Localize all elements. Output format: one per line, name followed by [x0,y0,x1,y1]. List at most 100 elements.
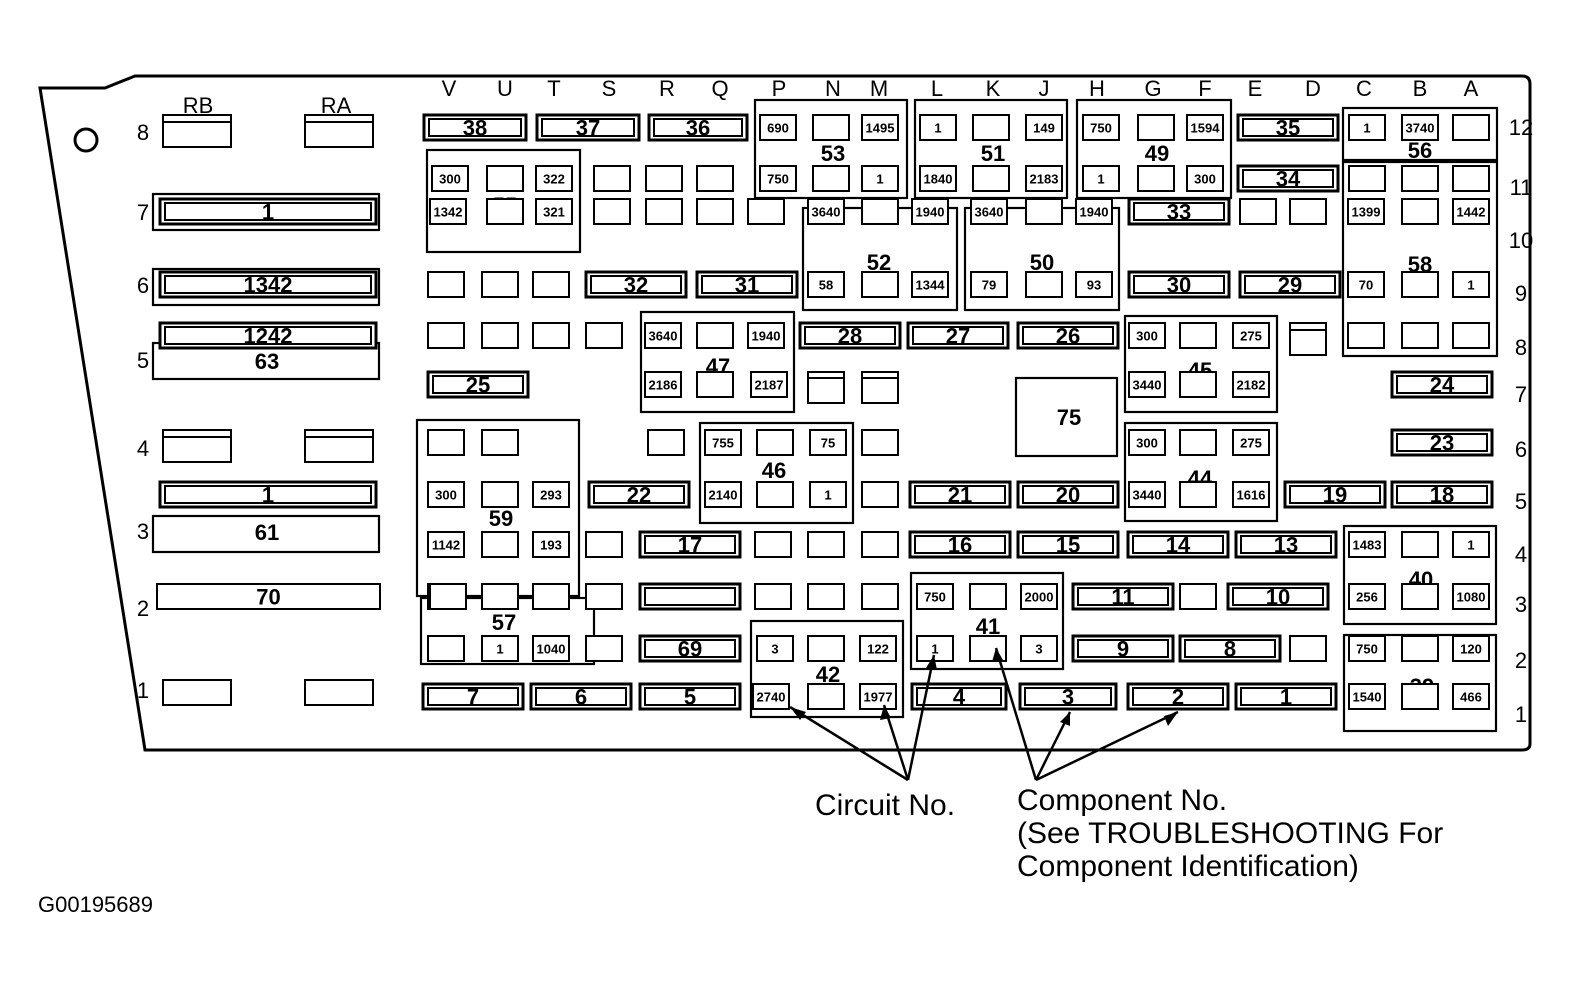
slot-value: 17 [678,533,702,558]
component-slot-inner [427,687,519,706]
circuit-slot [1452,114,1490,141]
component-slot-inner [653,118,743,137]
circuit-slot [861,165,899,192]
circuit-slot [861,583,899,610]
slot-value: 2 [1172,685,1184,710]
column-label: C [1356,76,1372,101]
circuit-slot [861,271,899,298]
slot-value: 14 [1166,533,1191,558]
component-slot-inner [1396,433,1488,452]
circuit-slot [812,114,850,141]
circuit-slot [481,531,519,558]
slot-value: 11 [1111,585,1134,610]
circuit-slot [1348,114,1386,141]
circuit-slot [972,114,1010,141]
circuit-slot [1347,322,1385,349]
circuit-slot [807,683,845,710]
circuit-slot [431,165,469,192]
circuit-slot [585,635,623,662]
circuit-slot [532,322,570,349]
circuit-slot [747,322,785,349]
slot-value: 1940 [752,329,781,344]
circuit-slot [486,165,524,192]
component-slot-inner [914,535,1006,554]
component-slot-inner [1184,639,1276,658]
circuit-slot [1232,481,1270,508]
circuit-slot [1452,583,1490,610]
slot-value: 1344 [916,278,946,293]
circuit-slot [1289,329,1327,356]
slot-value: 750 [767,172,789,187]
slot-value: 69 [678,637,702,662]
circuit-slot [1025,114,1063,141]
circuit-slot [427,531,465,558]
slot-value: 28 [838,324,862,349]
circuit-slot [1239,198,1277,225]
circuit-slot [704,429,742,456]
slot-value: 1342 [434,205,463,220]
slot-value: 3640 [649,329,678,344]
slot-value: 30 [1167,273,1191,298]
group-label: 51 [981,141,1005,166]
component-slot-inner [1133,202,1225,221]
panel-outline [38,74,1532,752]
circuit-slot [1289,635,1327,662]
circuit-slot [1401,583,1439,610]
component-slot-inner [804,326,896,345]
circuit-slot [970,271,1008,298]
circuit-slot [696,165,734,192]
row-label: 7 [137,200,149,225]
slot-value: 1 [824,488,831,503]
column-label: N [825,76,841,101]
component-slot-inner [644,535,736,554]
circuit-slot [970,198,1008,225]
circuit-slot [427,322,465,349]
component-slot-inner [912,326,1004,345]
column-label: S [602,76,617,101]
slot-value: 750 [1356,642,1378,657]
column-label: RB [183,93,214,118]
circuit-callout: Circuit No. [815,789,955,822]
circuit-slot [1179,322,1217,349]
slot-value: 23 [1430,431,1454,456]
row-label: 1 [137,678,149,703]
circuit-slot [972,165,1010,192]
slot-value: 1040 [537,642,566,657]
circuit-slot [429,198,467,225]
component-slot-inner [1022,326,1114,345]
slot-value: 8 [1224,637,1236,662]
slot-value: 20 [1056,483,1080,508]
slot-value: 300 [435,488,457,503]
circuit-slot [1232,371,1270,398]
slot-value: 3440 [1133,378,1162,393]
group-label: 57 [492,610,516,635]
group-label: 63 [255,349,279,374]
circuit-slot [754,531,792,558]
group-label: 59 [489,506,513,531]
circuit-slot [1128,429,1166,456]
circuit-slot [427,429,465,456]
slot-value: 1 [931,642,938,657]
circuit-slot [861,114,899,141]
slot-value: 3740 [1406,121,1435,136]
slot-value: 18 [1430,483,1454,508]
slot-value: 29 [1278,273,1302,298]
circuit-slot [1179,481,1217,508]
circuit-slot [304,436,374,463]
slot-value: 750 [924,590,946,605]
slot-value: 37 [576,116,600,141]
component-slot-inner [1232,587,1324,606]
relay-group-42 [749,619,905,719]
group-label: 50 [1030,250,1054,275]
group-label: 75 [1057,405,1081,430]
slot-value: 466 [1460,690,1482,705]
relay-group-40 [1342,524,1498,626]
row-label: 12 [1509,115,1533,140]
slot-value: 3 [1035,642,1042,657]
component-slot-inner [590,275,682,294]
circuit-slot [1452,271,1490,298]
circuit-slot [481,429,519,456]
component-slot-inner [1022,535,1114,554]
slot-value: 300 [1136,436,1158,451]
column-label: M [870,76,888,101]
